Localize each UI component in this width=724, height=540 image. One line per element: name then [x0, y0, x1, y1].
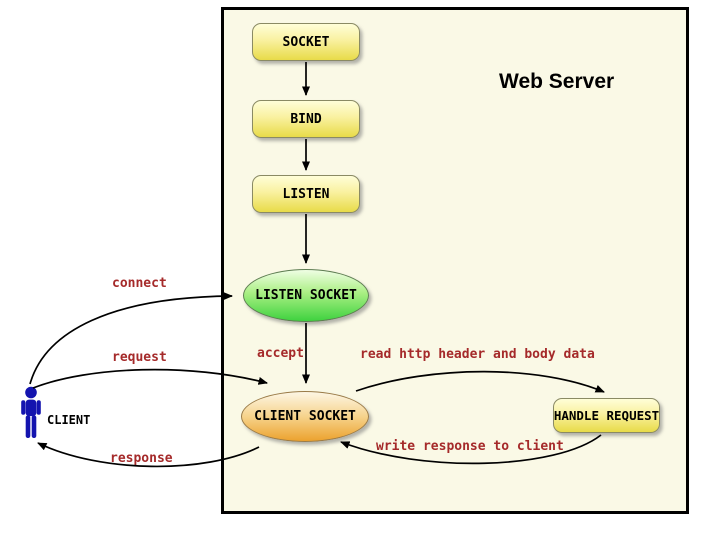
- node-bind-label: BIND: [290, 111, 322, 127]
- node-listen-socket-label: LISTEN SOCKET: [255, 288, 357, 303]
- node-socket: SOCKET: [252, 23, 360, 61]
- edge-label-accept: accept: [257, 346, 304, 361]
- node-listen-socket: LISTEN SOCKET: [243, 269, 369, 322]
- node-client-socket-label: CLIENT SOCKET: [254, 409, 356, 424]
- diagram-title: Web Server: [499, 70, 615, 93]
- node-client-socket: CLIENT SOCKET: [241, 391, 369, 442]
- edge-label-request: request: [112, 350, 167, 365]
- node-bind: BIND: [252, 100, 360, 138]
- node-listen: LISTEN: [252, 175, 360, 213]
- edge-label-connect: connect: [112, 276, 167, 291]
- edge-label-write-response: write response to client: [376, 439, 564, 454]
- person-icon: [21, 386, 41, 438]
- node-handle-request: HANDLE REQUEST: [553, 398, 660, 433]
- edge-label-response: response: [110, 451, 173, 466]
- edge-connect: [29, 292, 233, 385]
- node-handle-request-label: HANDLE REQUEST: [553, 408, 660, 423]
- client-actor-label: CLIENT: [47, 413, 91, 427]
- edge-label-read-http: read http header and body data: [360, 347, 595, 362]
- node-listen-label: LISTEN: [282, 186, 330, 202]
- node-socket-label: SOCKET: [282, 34, 330, 50]
